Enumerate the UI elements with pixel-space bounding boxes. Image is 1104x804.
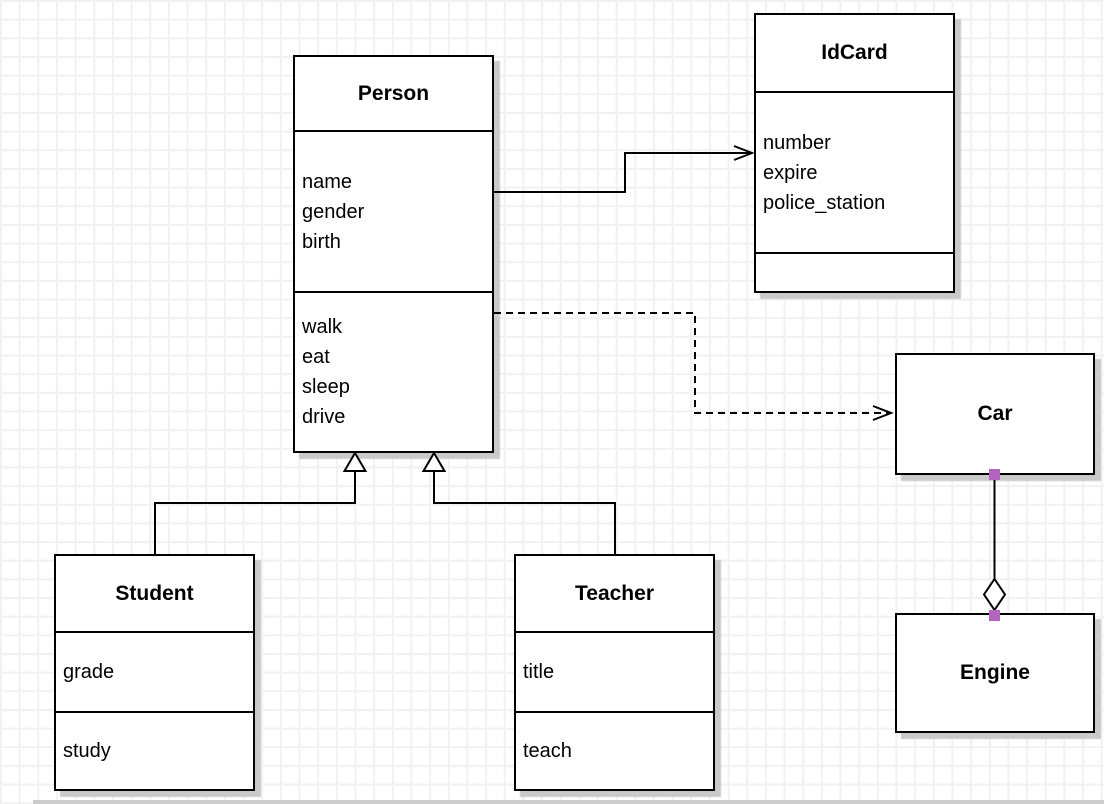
attribute: expire (763, 161, 818, 184)
class-engine-title: Engine (959, 661, 1030, 684)
method: sleep (302, 376, 350, 398)
attribute: grade (63, 661, 115, 683)
attribute: gender (302, 200, 365, 223)
attribute: name (302, 170, 353, 193)
class-person-attributes: name gender birth (295, 132, 492, 293)
class-person[interactable]: Person name gender birth walk eat sleep … (293, 55, 494, 453)
class-teacher[interactable]: Teacher title teach (514, 554, 715, 791)
class-student[interactable]: Student grade study (54, 554, 255, 791)
attribute: number (763, 131, 831, 154)
class-person-title: Person (295, 57, 492, 132)
canvas-bottom-edge (33, 800, 1104, 804)
class-car[interactable]: Car (895, 353, 1095, 475)
edge-person-idcard-association[interactable] (494, 145, 755, 193)
attribute: title (523, 661, 555, 683)
method: walk (302, 316, 343, 338)
edge-teacher-person-generalization[interactable] (433, 471, 616, 554)
class-teacher-attributes: title (516, 633, 713, 713)
class-person-methods: walk eat sleep drive (295, 293, 492, 451)
class-teacher-title: Teacher (516, 556, 713, 633)
method: study (63, 740, 111, 762)
class-idcard-methods (756, 254, 953, 291)
class-idcard-title: IdCard (756, 15, 953, 93)
hollow-triangle-arrowhead (421, 451, 447, 472)
method: teach (523, 740, 572, 762)
edge-person-car-dependency[interactable] (494, 312, 894, 421)
class-idcard[interactable]: IdCard number expire police_station (754, 13, 955, 293)
method: drive (302, 406, 346, 428)
method: eat (302, 346, 330, 368)
class-teacher-methods: teach (516, 713, 713, 789)
class-student-title: Student (56, 556, 253, 633)
hollow-triangle-arrowhead (342, 451, 368, 472)
class-student-methods: study (56, 713, 253, 789)
class-student-attributes: grade (56, 633, 253, 713)
class-car-title: Car (977, 402, 1013, 425)
edge-student-person-generalization[interactable] (154, 471, 356, 554)
hollow-diamond-arrowhead (982, 577, 1007, 612)
attribute: birth (302, 230, 341, 253)
attribute: police_station (763, 191, 886, 214)
class-engine[interactable]: Engine (895, 613, 1095, 733)
class-idcard-attributes: number expire police_station (756, 93, 953, 254)
